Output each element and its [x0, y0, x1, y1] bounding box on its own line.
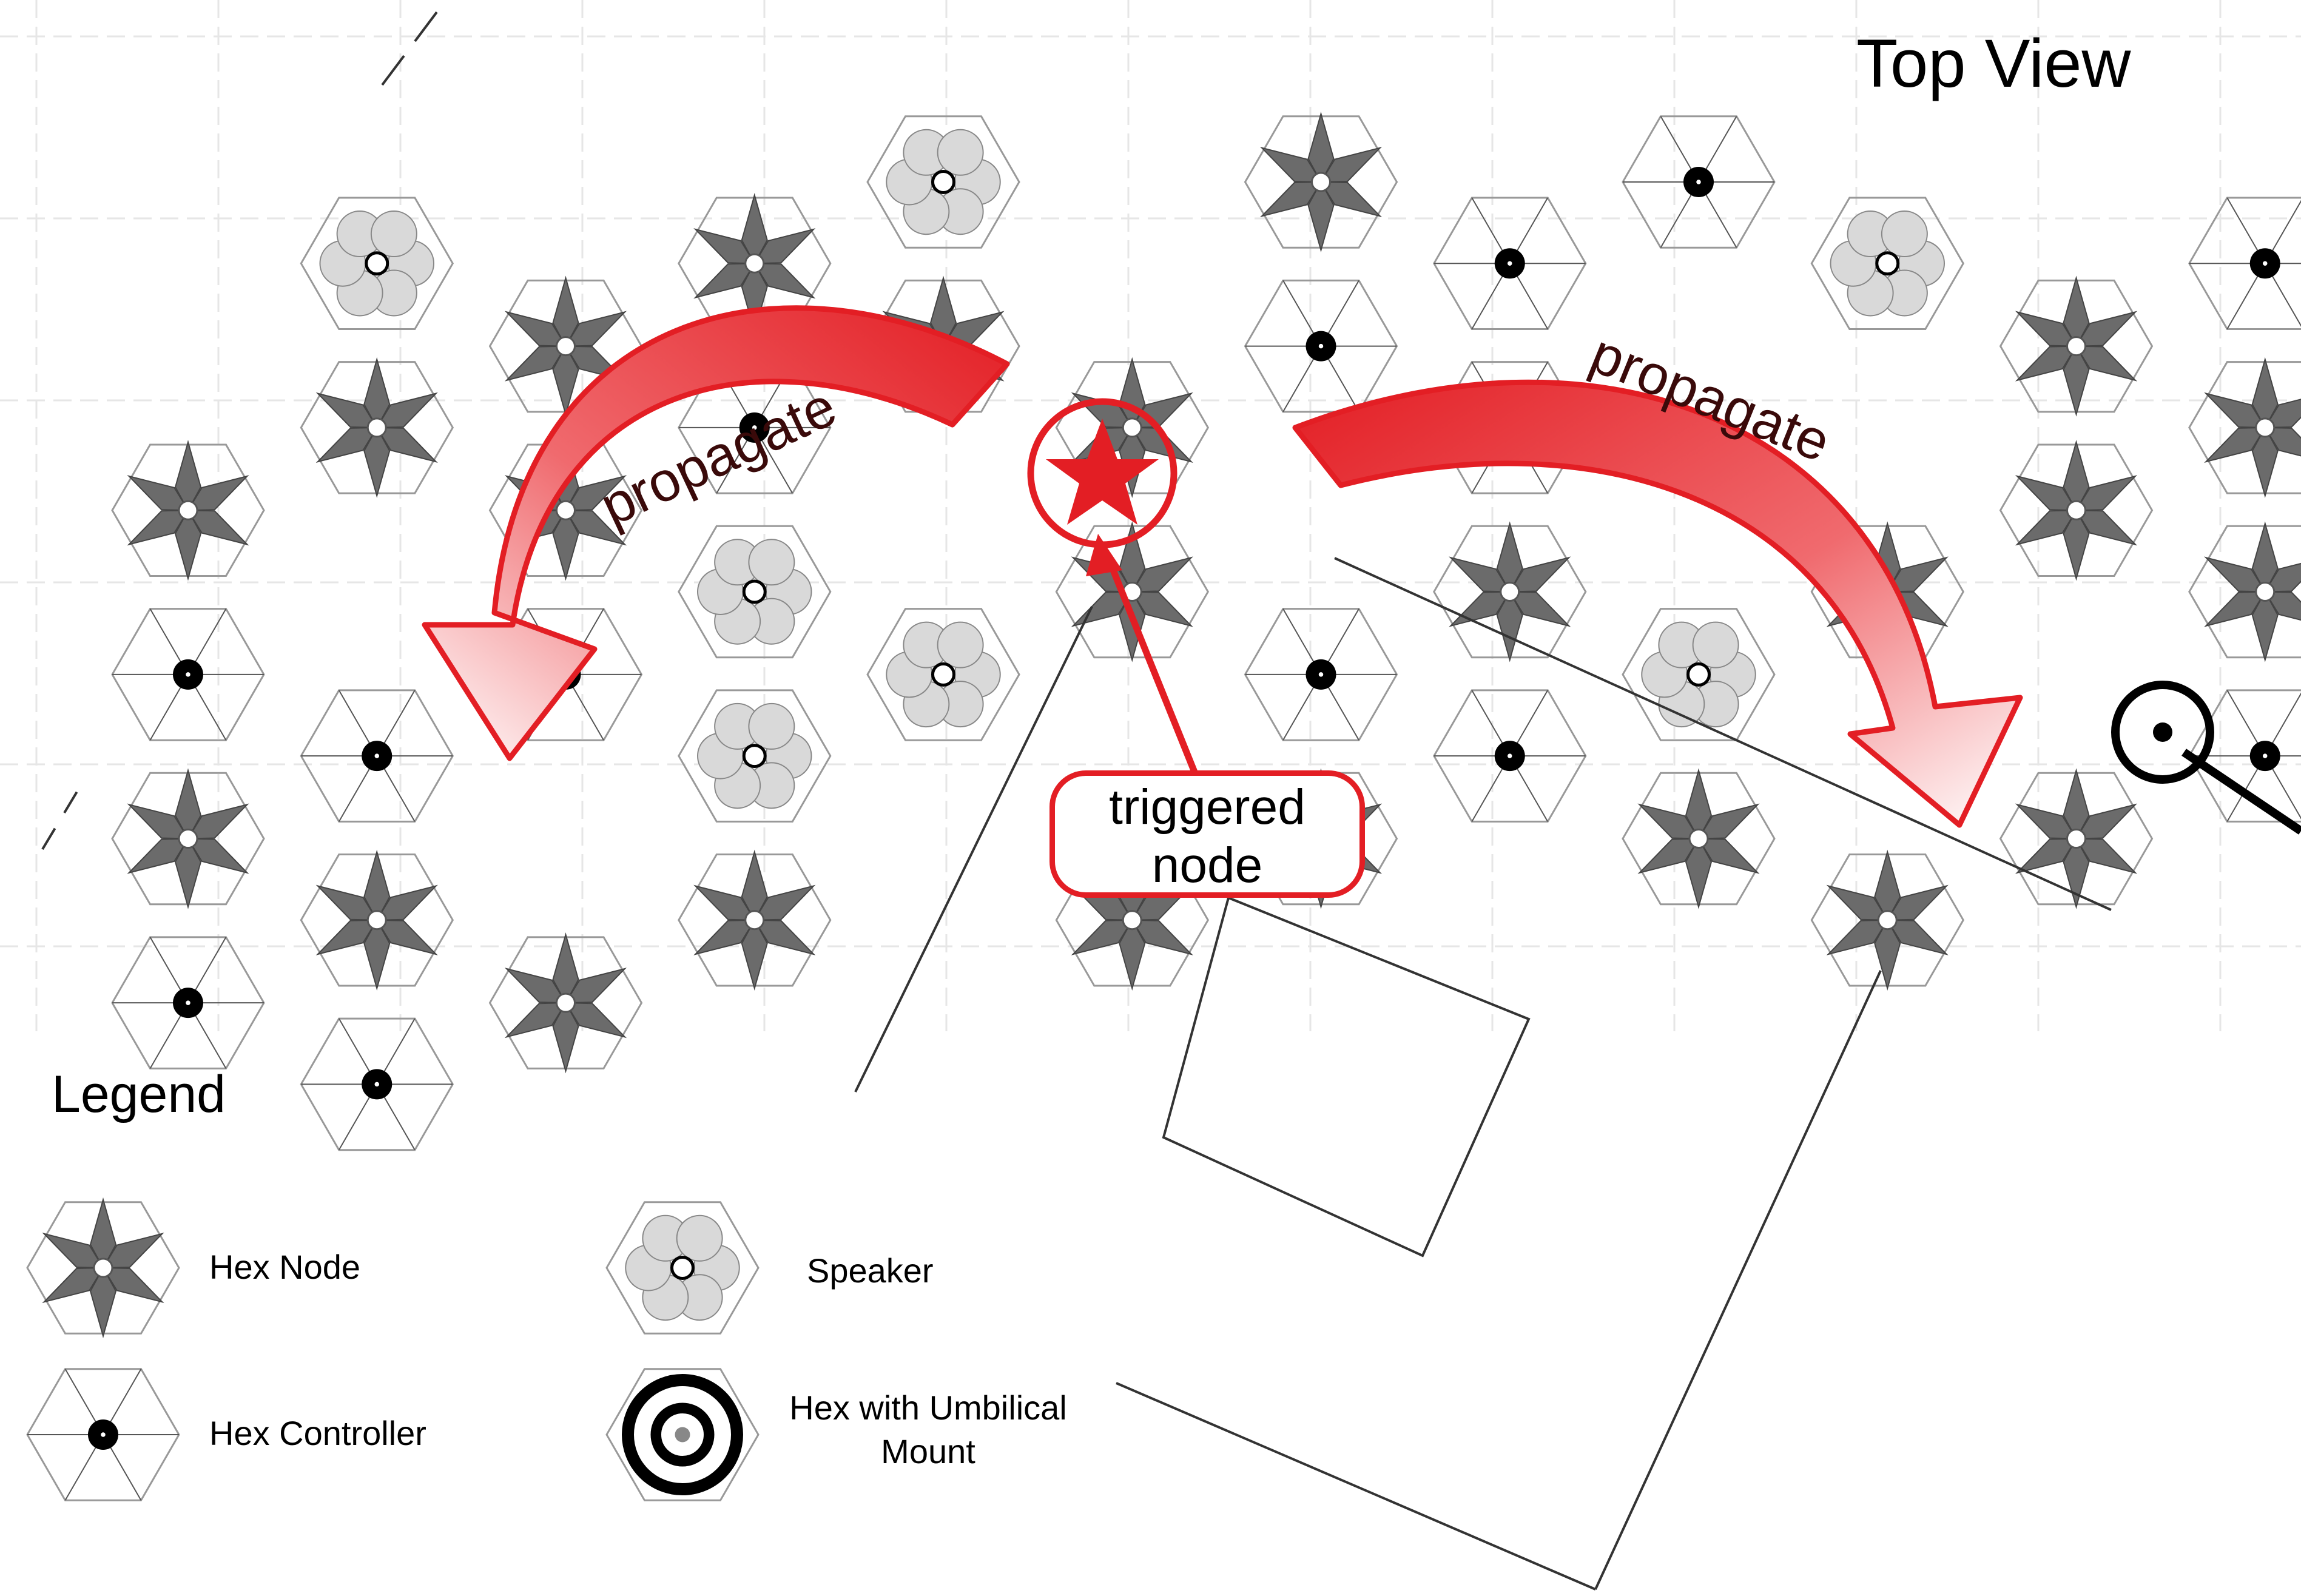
controller-tile — [1244, 279, 1398, 413]
legend-icons — [26, 1197, 760, 1501]
speaker-tile — [866, 608, 1020, 741]
callout-line-2: node — [1151, 838, 1263, 893]
speaker-icon — [605, 1201, 760, 1335]
node-tile — [2188, 357, 2301, 499]
controller-tile — [1622, 115, 1776, 249]
speaker-tile — [678, 689, 832, 823]
callout-line-1: triggered — [1109, 779, 1305, 835]
node-tile — [1244, 111, 1398, 253]
node-tile — [2188, 521, 2301, 662]
node-tile — [488, 932, 643, 1074]
speaker-tile — [1810, 197, 1965, 330]
speaker-tile — [1622, 608, 1776, 741]
controller-tile — [300, 689, 454, 823]
node-tile — [300, 849, 454, 991]
node-tile — [1999, 768, 2154, 909]
hex-controller-icon — [26, 1368, 180, 1501]
node-tile — [1433, 521, 1587, 662]
legend-label-speaker: Speaker — [807, 1251, 934, 1290]
umbilical-mount-icon — [605, 1368, 760, 1501]
controller-tile — [1433, 197, 1587, 330]
node-tile — [1622, 768, 1776, 909]
speaker-tile — [866, 115, 1020, 249]
controller-tile — [2188, 197, 2301, 330]
legend-label-hex-controller: Hex Controller — [209, 1414, 426, 1452]
speaker-tile — [300, 197, 454, 330]
triggered-node-marker — [1027, 398, 1199, 775]
node-tile — [111, 768, 265, 909]
umbilical-pointer — [2111, 681, 2301, 835]
node-tile — [1999, 275, 2154, 417]
controller-tile — [111, 936, 265, 1069]
node-tile — [678, 849, 832, 991]
speaker-tile — [678, 525, 832, 659]
controller-tile — [111, 608, 265, 741]
controller-tile — [1433, 689, 1587, 823]
node-tile — [111, 440, 265, 581]
star-icon — [1046, 419, 1159, 525]
legend-label-hex-node: Hex Node — [209, 1248, 361, 1286]
node-tile — [1999, 440, 2154, 581]
platform-square — [1162, 896, 1531, 1258]
triggered-node-callout: triggered node — [1049, 770, 1365, 898]
hex-node-icon — [26, 1197, 180, 1339]
page-title: Top View — [1856, 25, 2131, 101]
node-tile — [300, 357, 454, 499]
controller-tile — [300, 1017, 454, 1151]
structure-lines — [41, 11, 2112, 1591]
legend-title: Legend — [52, 1065, 226, 1123]
hex-grid — [111, 111, 2301, 1151]
controller-tile — [1244, 608, 1398, 741]
node-tile — [1810, 849, 1965, 991]
legend-label-umbilical: Hex with Umbilical Mount — [789, 1389, 1067, 1470]
